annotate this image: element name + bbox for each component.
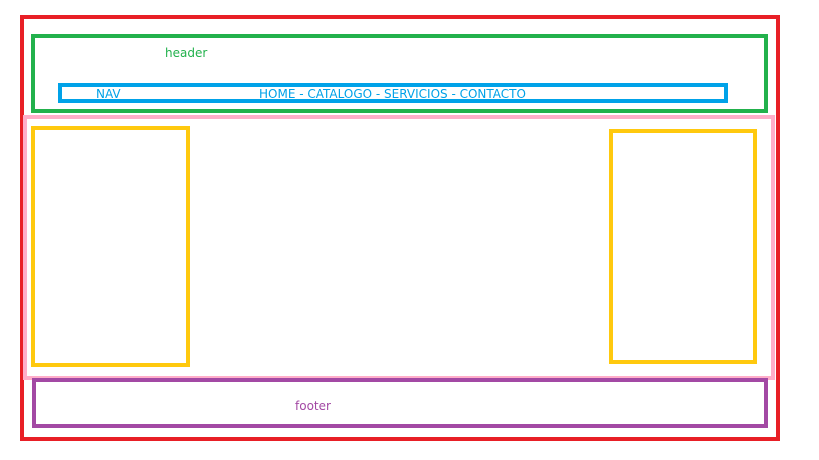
- nav-box: [58, 83, 728, 103]
- right-sidebar-box: [609, 129, 757, 364]
- nav-links-label: HOME - CATALOGO - SERVICIOS - CONTACTO: [259, 87, 526, 101]
- nav-label: NAV: [96, 87, 121, 101]
- page-container-box: [20, 15, 780, 441]
- left-sidebar-box: [31, 126, 190, 367]
- header-box: [31, 34, 768, 113]
- footer-box: [32, 378, 768, 428]
- header-label: header: [165, 46, 208, 60]
- footer-label: footer: [295, 399, 331, 413]
